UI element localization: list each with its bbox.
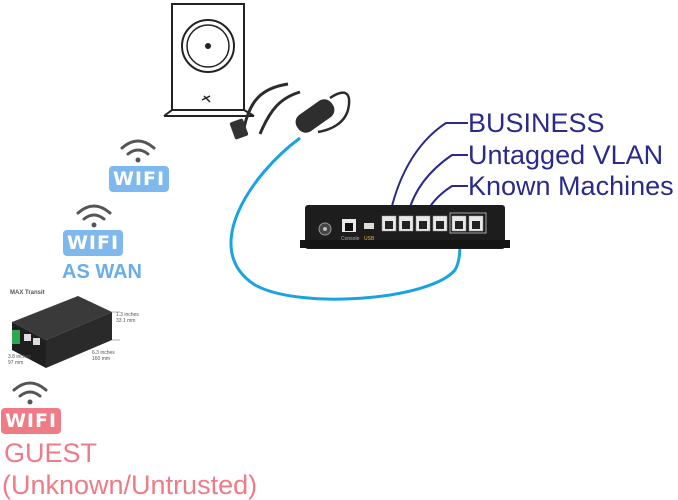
known-machines-label: Known Machines — [468, 171, 674, 201]
dish-router-icon — [163, 3, 255, 117]
console-port-label: Console — [341, 236, 360, 242]
guest-label: GUEST — [4, 438, 98, 468]
wifi-badge-top: WIFI — [109, 166, 169, 192]
dim-height-label: 1.3 inches 33.1 mm — [116, 312, 139, 324]
max-transit-label: MAX Transit — [10, 290, 45, 296]
main-router-icon — [300, 205, 510, 249]
dim-depth-label: 6.3 inches 160 mm — [92, 350, 115, 362]
business-label: BUSINESS — [468, 108, 605, 138]
power-adapter-icon — [229, 82, 351, 140]
untagged-vlan-label: Untagged VLAN — [468, 140, 664, 170]
ethernet-cable — [229, 136, 462, 301]
guest-subtitle-label: (Unknown/Untrusted) — [2, 470, 258, 500]
wifi-signal-icon — [12, 139, 156, 405]
usb-port-label: USB — [364, 236, 375, 242]
wifi-badge-guest: WIFI — [1, 408, 61, 434]
as-wan-label: AS WAN — [62, 261, 142, 283]
wifi-badge-wan: WIFI — [63, 230, 123, 256]
dim-width-label: 3.8 inches 97 mm — [8, 354, 31, 366]
max-transit-device-icon — [12, 296, 120, 368]
vlan-pointer-lines — [389, 122, 468, 215]
